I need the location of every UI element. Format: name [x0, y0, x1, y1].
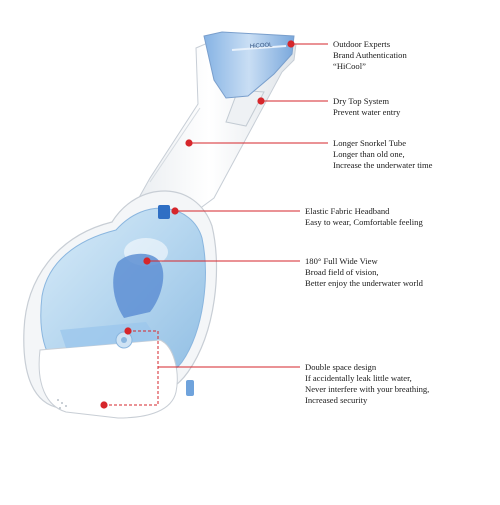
callout-brand-authentication: Outdoor Experts Brand Authentication “Hi… [333, 39, 407, 72]
callout-headband: Elastic Fabric Headband Easy to wear, Co… [305, 206, 423, 228]
callout-line: 180° Full Wide View [305, 256, 378, 266]
callout-line: Never interfere with your breathing, [305, 384, 430, 394]
callout-line: Prevent water entry [333, 107, 401, 117]
breathing-chamber [38, 322, 178, 419]
callout-line: Elastic Fabric Headband [305, 206, 390, 216]
callout-line: “HiCool” [333, 61, 366, 71]
callout-line: Increased security [305, 395, 368, 405]
callout-line: Increase the underwater time [333, 160, 433, 170]
tube-brand-mark: HiCOOL [250, 42, 274, 50]
callout-line: Double space design [305, 362, 377, 372]
dry-top-valve: HiCOOL [203, 31, 295, 99]
callout-line: If accidentally leak little water, [305, 373, 412, 383]
callout-line: Longer Snorkel Tube [333, 138, 407, 148]
callout-line: Brand Authentication [333, 50, 407, 60]
callout-line: Dry Top System [333, 96, 390, 106]
callout-line: Easy to wear, Comfortable feeling [305, 217, 423, 227]
callout-line: Better enjoy the underwater world [305, 278, 423, 288]
callout-line: Outdoor Experts [333, 39, 391, 49]
headband-clip [158, 205, 170, 219]
callout-leaders [100, 40, 328, 409]
callout-snorkel-tube: Longer Snorkel Tube Longer than old one,… [333, 138, 433, 171]
callout-line: Longer than old one, [333, 149, 405, 159]
callout-dry-top-system: Dry Top System Prevent water entry [333, 96, 400, 118]
side-accent [186, 380, 194, 396]
callout-wide-view: 180° Full Wide View Broad field of visio… [305, 256, 423, 289]
callout-line: Broad field of vision, [305, 267, 379, 277]
callout-double-space: Double space design If accidentally leak… [305, 362, 429, 406]
